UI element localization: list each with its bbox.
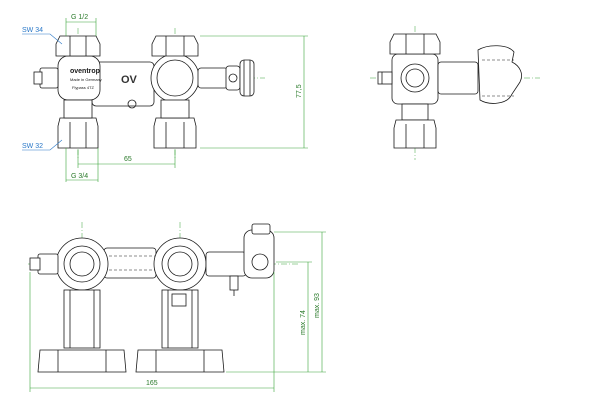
callout-sw34: SW 34: [22, 27, 43, 34]
dim-165: 165: [146, 380, 158, 387]
ov-logo: OV: [121, 74, 138, 86]
dim-g34: G 3/4: [71, 173, 88, 180]
dim-775: 77,5: [296, 84, 303, 98]
front-view: oventrop Made in Germany Flypass 4TZ OV …: [22, 14, 308, 182]
dim-max93: max. 93: [314, 293, 321, 318]
side-view: [370, 26, 540, 160]
callout-sw32: SW 32: [22, 143, 43, 150]
dim-max74: max. 74: [300, 310, 307, 335]
model-label: Flypass 4TZ: [72, 85, 95, 90]
dim-65: 65: [124, 156, 132, 163]
top-view: 165 max. 74 max. 93: [28, 222, 326, 392]
brand-label: oventrop: [70, 68, 100, 75]
dim-g12: G 1/2: [71, 14, 88, 21]
made-in-label: Made in Germany: [70, 77, 102, 82]
